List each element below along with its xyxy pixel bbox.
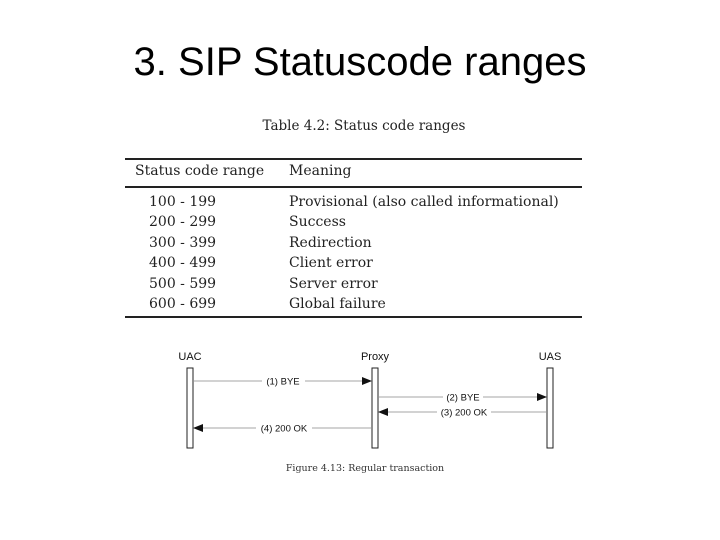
- slide-title: 3. SIP Statuscode ranges: [133, 40, 587, 84]
- table-row: 500 - 599 Server error: [125, 274, 582, 294]
- table-top-rule: [125, 158, 582, 160]
- cell-meaning: Global failure: [289, 295, 386, 312]
- header-status-code-range: Status code range: [135, 163, 265, 179]
- table-row: 400 - 499 Client error: [125, 253, 582, 273]
- cell-meaning: Success: [289, 214, 346, 231]
- lifeline-uac: [186, 367, 194, 449]
- cell-meaning: Client error: [289, 255, 373, 272]
- lifeline-uas: [546, 367, 554, 449]
- table-header-rule: [125, 186, 582, 188]
- message-3-200-ok: (3) 200 OK: [378, 408, 546, 419]
- table-caption: Table 4.2: Status code ranges: [262, 118, 466, 134]
- message-label: (2) BYE: [446, 393, 479, 404]
- cell-range: 300 - 399: [149, 234, 217, 251]
- table-row: 300 - 399 Redirection: [125, 233, 582, 253]
- message-2-bye: (2) BYE: [379, 393, 547, 404]
- cell-meaning: Redirection: [289, 234, 372, 251]
- lifeline-proxy: [371, 367, 379, 449]
- actor-label-uas: UAS: [539, 351, 562, 363]
- cell-range: 500 - 599: [149, 275, 217, 292]
- table-body: 100 - 199 Provisional (also called infor…: [125, 192, 582, 314]
- cell-range: 400 - 499: [149, 255, 217, 272]
- message-label: (4) 200 OK: [261, 424, 308, 435]
- message-1-bye: (1) BYE: [194, 377, 372, 388]
- message-label: (1) BYE: [266, 377, 299, 388]
- cell-range: 200 - 299: [149, 214, 217, 231]
- header-meaning: Meaning: [289, 163, 352, 179]
- table-bottom-rule: [125, 316, 582, 318]
- cell-meaning: Provisional (also called informational): [289, 194, 559, 210]
- cell-range: 600 - 699: [149, 295, 217, 312]
- table-row: 100 - 199 Provisional (also called infor…: [125, 192, 582, 212]
- table-header-row: Status code range Meaning: [125, 163, 582, 183]
- actor-label-proxy: Proxy: [361, 351, 390, 363]
- message-label: (3) 200 OK: [441, 408, 488, 419]
- table-row: 600 - 699 Global failure: [125, 294, 582, 314]
- cell-range: 100 - 199: [149, 194, 217, 210]
- actor-label-uac: UAC: [178, 351, 201, 363]
- figure-caption: Figure 4.13: Regular transaction: [285, 463, 445, 474]
- cell-meaning: Server error: [289, 275, 378, 292]
- table-row: 200 - 299 Success: [125, 212, 582, 232]
- message-4-200-ok: (4) 200 OK: [193, 424, 371, 435]
